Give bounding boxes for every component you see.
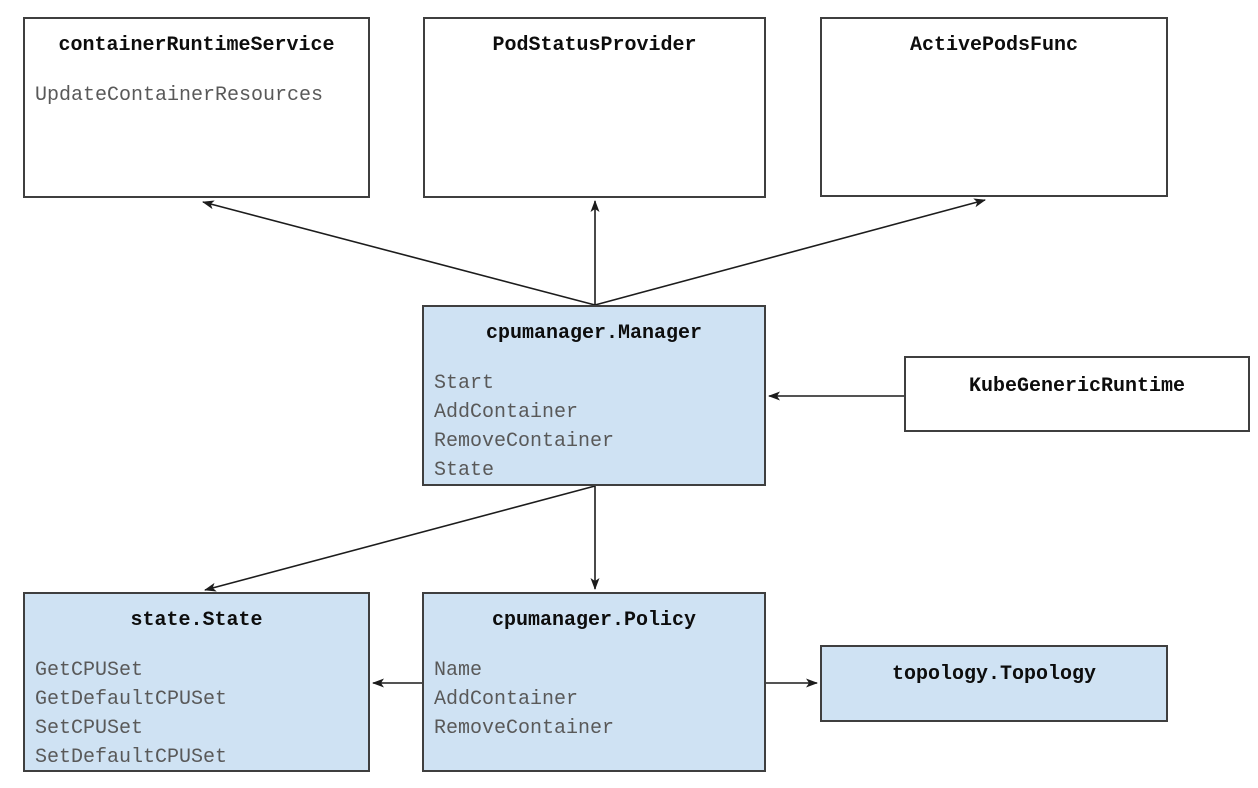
box-method: AddContainer bbox=[434, 401, 579, 424]
box-method-list: GetCPUSet GetDefaultCPUSet SetCPUSet Set… bbox=[25, 656, 368, 772]
box-title: PodStatusProvider bbox=[492, 34, 697, 57]
box-title: cpumanager.Policy bbox=[491, 609, 697, 632]
arrow-manager-to-state-state bbox=[204, 485, 596, 592]
box-method: UpdateContainerResources bbox=[35, 84, 324, 107]
box-method: GetCPUSet bbox=[35, 659, 144, 682]
box-title: KubeGenericRuntime bbox=[968, 375, 1186, 398]
box-method-list: UpdateContainerResources bbox=[25, 81, 368, 110]
box-title: topology.Topology bbox=[891, 663, 1097, 686]
box-cpumanager-manager: cpumanager.Manager Start AddContainer Re… bbox=[422, 305, 766, 486]
box-method: Name bbox=[434, 659, 483, 682]
box-method: GetDefaultCPUSet bbox=[35, 688, 228, 711]
box-title: ActivePodsFunc bbox=[909, 34, 1079, 57]
box-cpumanager-policy: cpumanager.Policy Name AddContainer Remo… bbox=[422, 592, 766, 772]
box-method: State bbox=[434, 459, 495, 482]
box-method: RemoveContainer bbox=[434, 717, 615, 740]
box-title: state.State bbox=[130, 609, 263, 632]
arrow-manager-to-container-runtime-service bbox=[202, 200, 596, 306]
box-method: SetCPUSet bbox=[35, 717, 144, 740]
box-title: containerRuntimeService bbox=[58, 34, 335, 57]
box-method: RemoveContainer bbox=[434, 430, 615, 453]
arrow-manager-to-active-pods-func bbox=[594, 198, 986, 306]
box-title: cpumanager.Manager bbox=[485, 322, 703, 345]
box-method: AddContainer bbox=[434, 688, 579, 711]
box-container-runtime-service: containerRuntimeService UpdateContainerR… bbox=[23, 17, 370, 198]
box-method: SetDefaultCPUSet bbox=[35, 746, 228, 769]
box-topology-topology: topology.Topology bbox=[820, 645, 1168, 722]
box-state-state: state.State GetCPUSet GetDefaultCPUSet S… bbox=[23, 592, 370, 772]
box-kube-generic-runtime: KubeGenericRuntime bbox=[904, 356, 1250, 432]
box-method: Start bbox=[434, 372, 495, 395]
box-method-list: Start AddContainer RemoveContainer State bbox=[424, 369, 764, 485]
box-method-list: Name AddContainer RemoveContainer bbox=[424, 656, 764, 743]
box-pod-status-provider: PodStatusProvider bbox=[423, 17, 766, 198]
box-active-pods-func: ActivePodsFunc bbox=[820, 17, 1168, 197]
